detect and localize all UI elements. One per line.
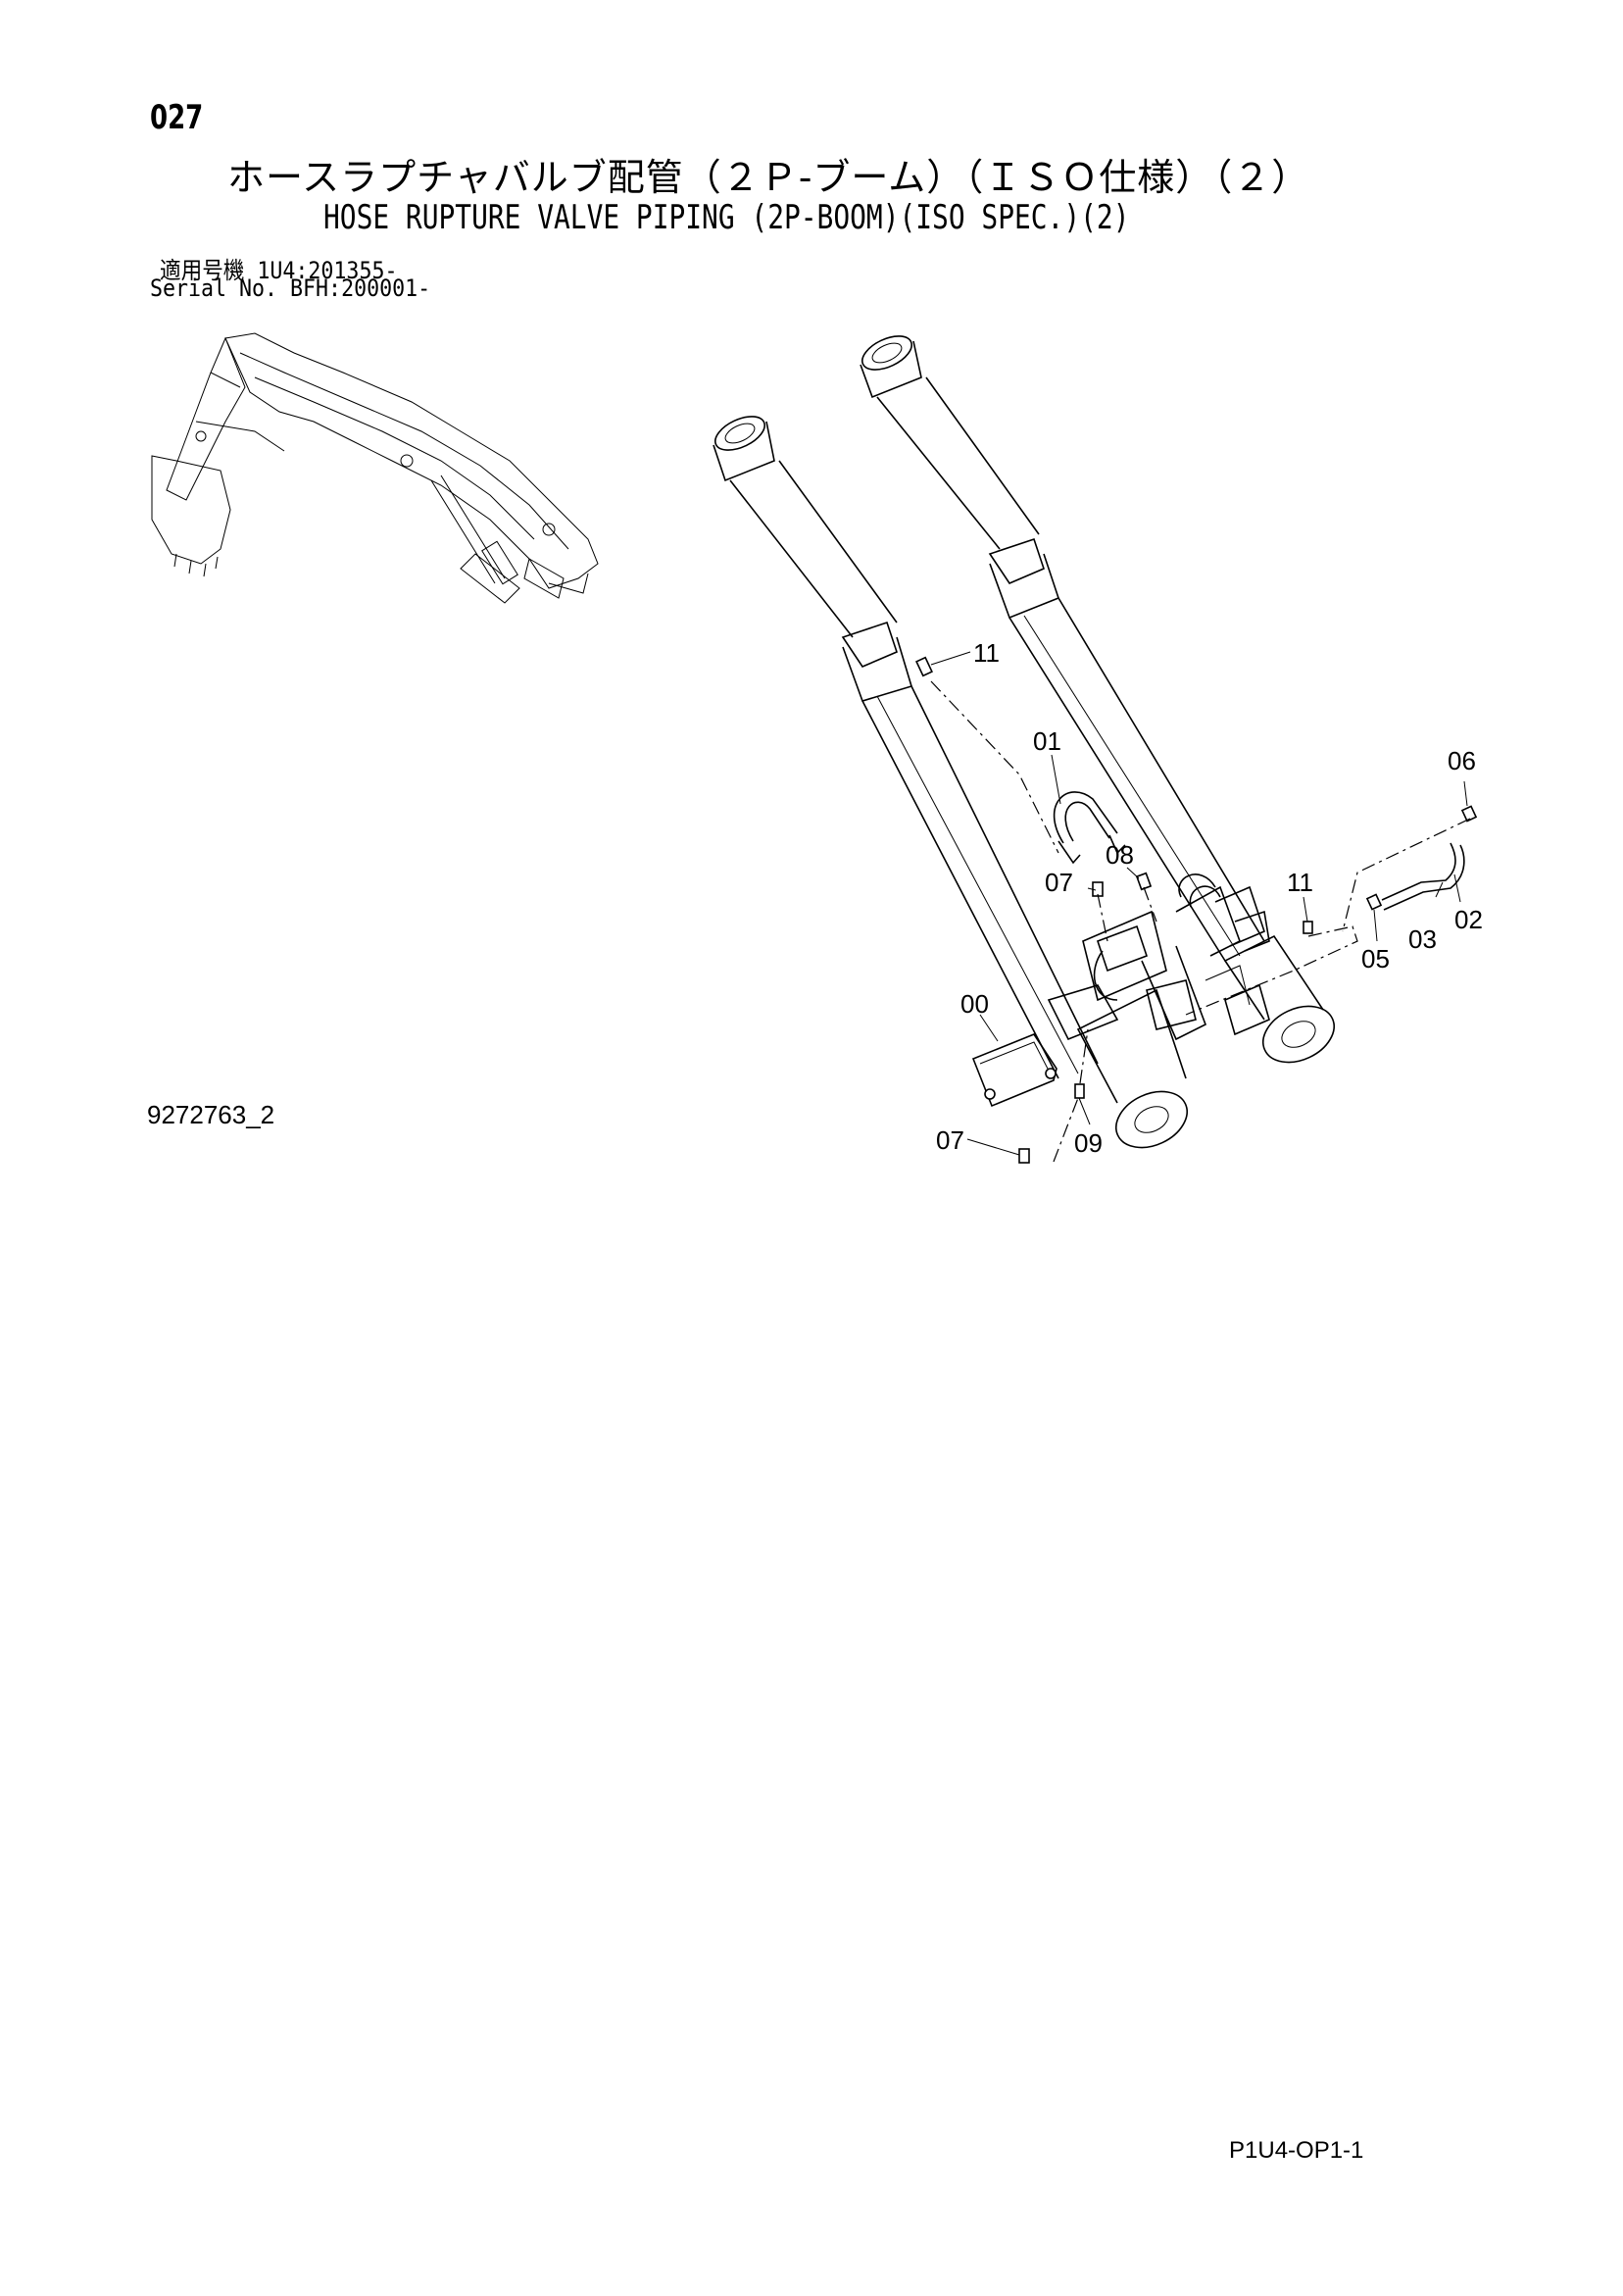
callouts: 11 01 08 07 11 06 02 03 05 00 09 07 — [936, 638, 1483, 1158]
callout-02: 02 — [1454, 905, 1483, 934]
callout-01: 01 — [1033, 726, 1061, 756]
title-japanese: ホースラプチャバルブ配管（２Ｐ-ブーム）（ＩＳＯ仕様）（２） — [227, 156, 1310, 199]
callout-06: 06 — [1448, 746, 1476, 775]
figure-code: 9272763_2 — [147, 1100, 275, 1129]
assembly-lines — [930, 680, 1471, 1163]
callout-07-lower: 07 — [936, 1125, 964, 1155]
callout-leaders — [930, 651, 1468, 1156]
title-english: HOSE RUPTURE VALVE PIPING (2P-BOOM)(ISO … — [323, 198, 1130, 237]
left-boom-cylinder — [713, 416, 1119, 1079]
part-00-bracket — [971, 1033, 1057, 1108]
callout-00: 00 — [960, 989, 989, 1019]
fittings — [915, 656, 1478, 1164]
callout-07-upper: 07 — [1045, 868, 1073, 897]
right-boom-cylinder — [860, 335, 1265, 962]
serial-applicability-jp: 適用号機 1U4:201355- — [160, 257, 398, 284]
callout-11-right: 11 — [1287, 868, 1313, 897]
part-03-hose — [1381, 842, 1465, 911]
page-number: 027 — [150, 98, 204, 137]
rod-end-clevis — [1076, 934, 1335, 1149]
callout-09: 09 — [1074, 1128, 1103, 1158]
callout-08: 08 — [1106, 840, 1134, 870]
serial-number: Serial No. BFH:200001- — [150, 275, 431, 302]
part-01-hose — [1053, 791, 1126, 865]
valve-block-and-piping — [1082, 873, 1270, 1041]
callout-11-upper: 11 — [973, 638, 1000, 668]
callout-03: 03 — [1408, 924, 1437, 954]
page-code: P1U4-OP1-1 — [1229, 2137, 1364, 2164]
callout-05: 05 — [1361, 944, 1390, 973]
